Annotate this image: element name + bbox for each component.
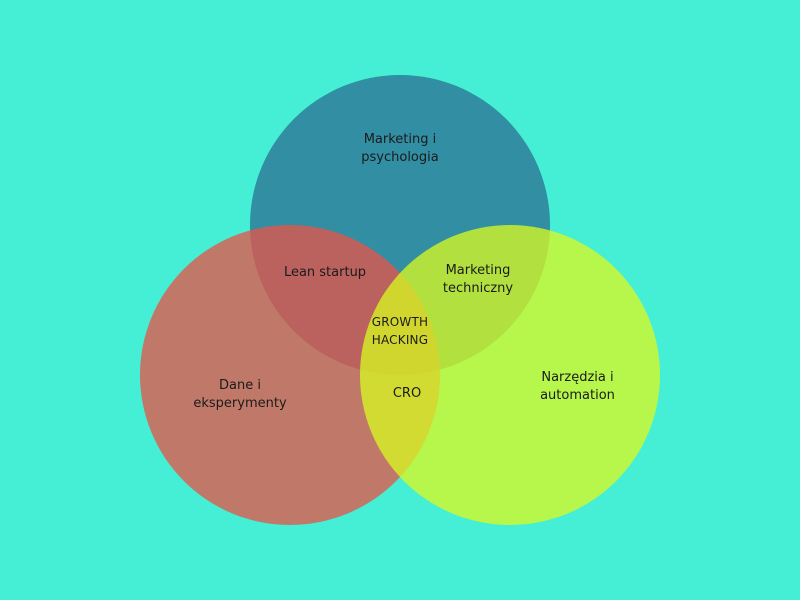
label-marketing-psychologia: Marketing i psychologia	[320, 131, 480, 167]
label-marketing-techniczny: Marketing techniczny	[418, 262, 538, 298]
label-line: Marketing	[445, 263, 511, 278]
label-line: eksperymenty	[193, 396, 287, 411]
label-line: Marketing i	[363, 132, 437, 147]
label-lean-startup: Lean startup	[265, 264, 385, 282]
label-line: CRO	[392, 386, 422, 401]
label-narzedzia-automation: Narzędzia i automation	[500, 369, 655, 405]
label-line: Narzędzia i	[541, 370, 614, 385]
circle-narzedzia-automation	[360, 225, 660, 525]
label-line: Lean startup	[283, 265, 367, 280]
label-cro: CRO	[372, 385, 442, 403]
label-line: HACKING	[371, 333, 429, 347]
label-dane-eksperymenty: Dane i eksperymenty	[165, 377, 315, 413]
label-growth-hacking: GROWTH HACKING	[350, 313, 450, 349]
label-line: techniczny	[442, 281, 514, 296]
label-line: GROWTH	[371, 315, 429, 329]
label-line: Dane i	[219, 378, 261, 393]
label-line: automation	[540, 388, 615, 403]
label-line: psychologia	[361, 150, 439, 165]
circle-dane-eksperymenty	[140, 225, 440, 525]
